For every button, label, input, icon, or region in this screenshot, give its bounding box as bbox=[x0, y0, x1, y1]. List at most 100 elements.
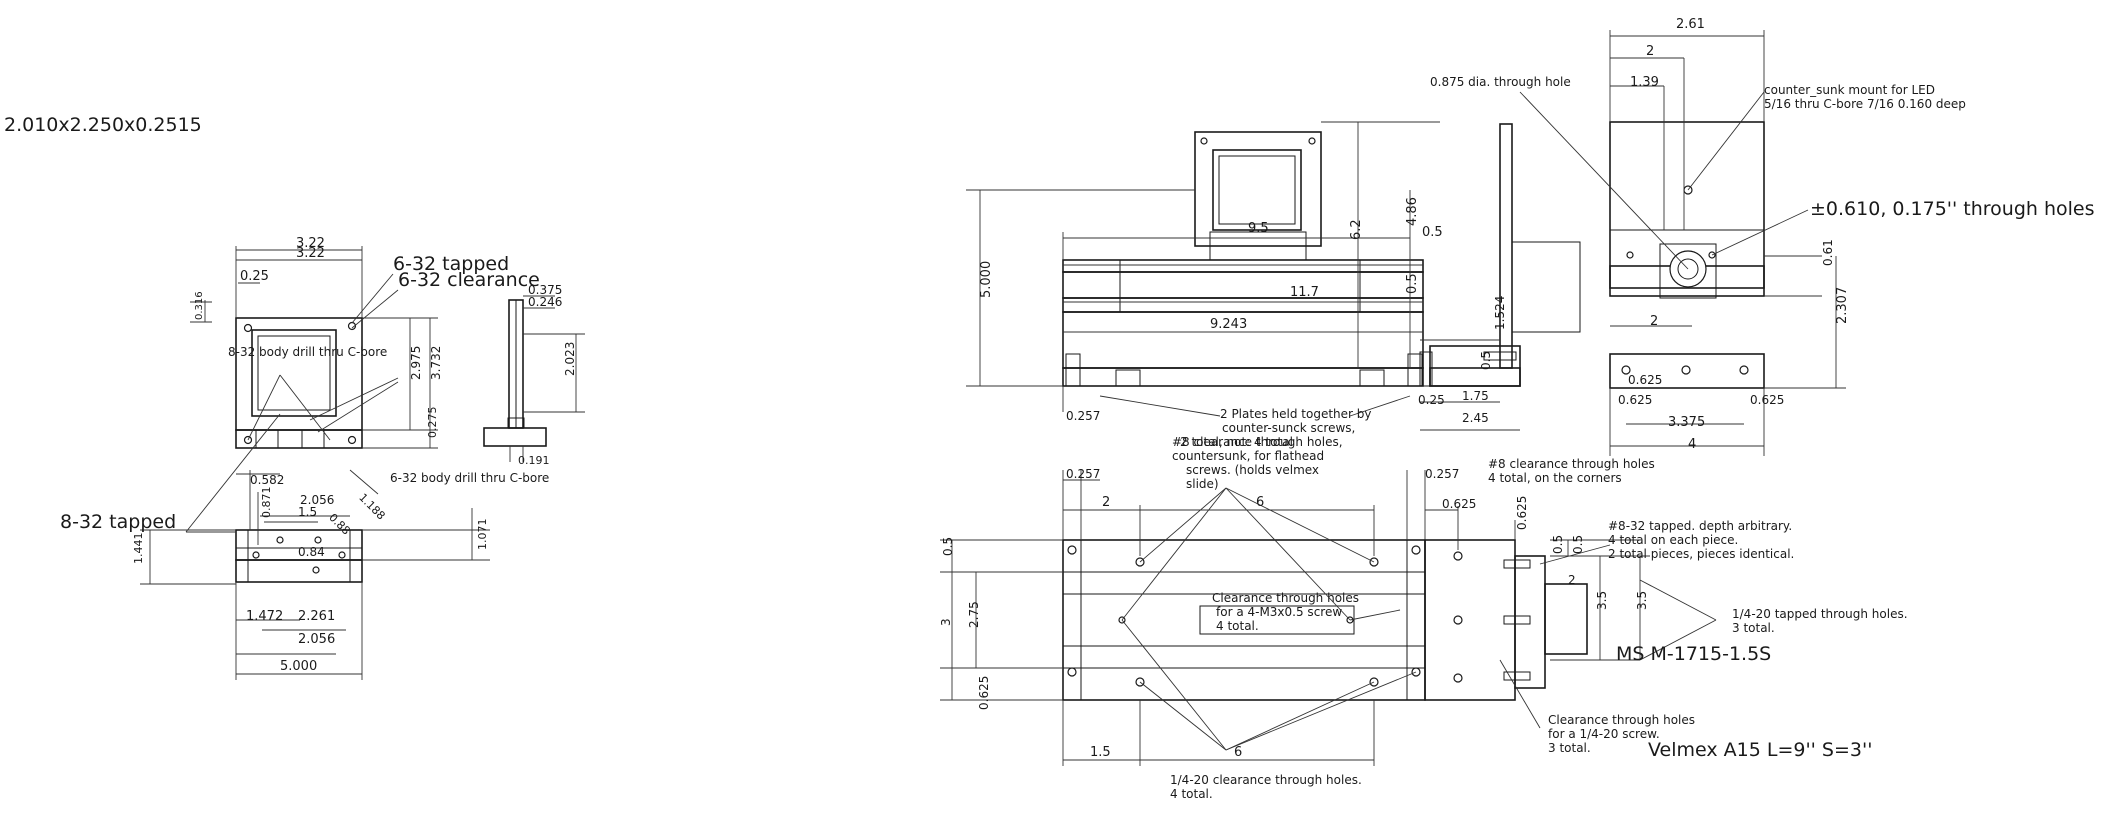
left-bottom-dimensions bbox=[140, 469, 490, 680]
label-velmex-slide: Velmex A15 L=9'' S=3'' bbox=[1648, 739, 1872, 761]
dim-2-45: 2.45 bbox=[1462, 411, 1489, 425]
dim-0-5-f: 0.5 bbox=[941, 537, 955, 556]
dim-2-261: 2.261 bbox=[298, 609, 335, 624]
dim-6-top: 6 bbox=[1256, 495, 1264, 510]
dim-0-257-a: 0.257 bbox=[1066, 409, 1100, 423]
label-1-4-20-clear-screw-line3: 3 total. bbox=[1548, 741, 1591, 755]
right-plan-view bbox=[1062, 539, 1588, 701]
dim-1-75: 1.75 bbox=[1462, 389, 1489, 403]
label-overlap-line3: screws. (holds velmex bbox=[1186, 463, 1319, 477]
right-elevation-view bbox=[1062, 123, 1581, 387]
dim-0-625-c: 0.625 bbox=[1750, 393, 1784, 407]
right-plan-leaders bbox=[1121, 487, 1717, 751]
dim-2-side: 2 bbox=[1568, 573, 1576, 587]
label-1-4-20-clear-line1: 1/4-20 clearance through holes. bbox=[1170, 773, 1362, 787]
label-ms-stage: MS M-1715-1.5S bbox=[1616, 643, 1771, 665]
label-1-4-20-clear-screw-line2: for a 1/4-20 screw. bbox=[1548, 727, 1660, 741]
dim-9-243: 9.243 bbox=[1210, 317, 1247, 332]
label-8-clear-line2: 4 total, on the corners bbox=[1488, 471, 1622, 485]
label-6-32-body-drill: 6-32 body drill thru C-bore bbox=[390, 471, 549, 485]
dim-2-307: 2.307 bbox=[1835, 287, 1850, 324]
top-left-label: 2.010x2.250x0.2515 bbox=[4, 114, 202, 136]
label-overlap-line4: slide) bbox=[1186, 477, 1219, 491]
label-8-32-tap-line3: 2 total pieces, pieces identical. bbox=[1608, 547, 1794, 561]
label-plates-line1: 2 Plates held together by bbox=[1220, 407, 1372, 421]
label-m3-line1: Clearance through holes bbox=[1212, 591, 1359, 605]
right-plan-dimensions bbox=[940, 470, 1650, 766]
right-front-view bbox=[1609, 121, 1765, 389]
dim-0-246: 0.246 bbox=[528, 295, 562, 309]
label-1-4-20-clear-screw-line1: Clearance through holes bbox=[1548, 713, 1695, 727]
dim-0-316: 0.316 bbox=[194, 291, 205, 320]
dim-2-023: 2.023 bbox=[563, 342, 577, 376]
dim-9-5: 9.5 bbox=[1248, 221, 1269, 236]
label-6-32-clearance: 6-32 clearance bbox=[398, 269, 540, 291]
dim-4: 4 bbox=[1688, 437, 1696, 452]
dim-1-5-plan: 1.5 bbox=[1090, 745, 1111, 760]
dim-0-84: 0.84 bbox=[298, 545, 325, 559]
dim-0-625-e: 0.625 bbox=[1515, 496, 1529, 530]
label-8-32-tap-line1: #8-32 tapped. depth arbitrary. bbox=[1608, 519, 1792, 533]
dim-0-25: 0.25 bbox=[240, 269, 269, 284]
dim-4-86: 4.86 bbox=[1405, 197, 1420, 226]
dim-0-257-c: 0.257 bbox=[1425, 467, 1459, 481]
dim-2-975: 2.975 bbox=[409, 346, 423, 380]
label-8-32-tapped: 8-32 tapped bbox=[60, 511, 176, 533]
dim-1-188: 1.188 bbox=[356, 491, 387, 522]
right-elevation-dimensions bbox=[966, 121, 1520, 431]
dim-5-000-right: 5.000 bbox=[979, 261, 994, 298]
label-1-4-20-clear-line2: 4 total. bbox=[1170, 787, 1213, 801]
dim-11-7: 11.7 bbox=[1290, 285, 1319, 300]
dim-0-61: 0.61 bbox=[1821, 239, 1835, 266]
dim-0-05: 0.5 bbox=[1479, 351, 1493, 370]
dim-0-5-a: 0.5 bbox=[1422, 225, 1443, 240]
left-bottom-view bbox=[235, 529, 363, 583]
label-0-875-hole: 0.875 dia. through hole bbox=[1430, 75, 1571, 89]
label-overlap-line1: #8 clearance through holes, bbox=[1172, 435, 1343, 449]
label-1-4-20-tapped-line1: 1/4-20 tapped through holes. bbox=[1732, 607, 1908, 621]
label-plates-line3: 2 total, not: 4 total bbox=[1180, 435, 1293, 449]
dim-0-191: 0.191 bbox=[518, 454, 550, 467]
dim-2-056-a: 2.056 bbox=[300, 493, 334, 507]
label-8-32-body-drill: 8-32 body drill thru C-bore bbox=[228, 345, 387, 359]
dim-1-071: 1.071 bbox=[476, 519, 489, 551]
dim-3-5-b: 3.5 bbox=[1635, 591, 1649, 610]
dim-0-257-b: 0.257 bbox=[1066, 467, 1100, 481]
dim-0-5-d: 0.5 bbox=[1551, 535, 1565, 554]
dim-3-732: 3.732 bbox=[429, 346, 443, 380]
label-1-4-20-tapped-line2: 3 total. bbox=[1732, 621, 1775, 635]
label-plates-line2: counter-sunck screws, bbox=[1222, 421, 1355, 435]
dim-3-22-a: 3.22 bbox=[296, 236, 325, 251]
dim-2-mid: 2 bbox=[1650, 314, 1658, 329]
label-led-line2: 5/16 thru C-bore 7/16 0.160 deep bbox=[1764, 97, 1966, 111]
dim-1-441: 1.441 bbox=[132, 533, 145, 565]
left-top-dimensions bbox=[190, 246, 363, 323]
dim-0-625-b: 0.625 bbox=[1618, 393, 1652, 407]
dim-2-plan: 2 bbox=[1102, 495, 1110, 510]
dim-5-000-left: 5.000 bbox=[280, 659, 317, 674]
dim-0-5-b: 0.5 bbox=[1405, 273, 1420, 294]
dim-0-625-d: 0.625 bbox=[1442, 497, 1476, 511]
dim-0-25-right: 0.25 bbox=[1418, 393, 1445, 407]
dim-1-39: 1.39 bbox=[1630, 75, 1659, 90]
label-m3-line3: 4 total. bbox=[1216, 619, 1259, 633]
dim-0-871: 0.871 bbox=[260, 487, 273, 519]
dim-3-5-a: 3.5 bbox=[1595, 591, 1609, 610]
dim-1-524: 1.524 bbox=[1493, 296, 1507, 330]
left-front-right-dimensions bbox=[362, 317, 438, 449]
dim-3-22-b: 3.22 bbox=[296, 246, 325, 261]
dim-3-375: 3.375 bbox=[1668, 415, 1705, 430]
dim-1-472: 1.472 bbox=[246, 609, 283, 624]
dim-0-582: 0.582 bbox=[250, 473, 284, 487]
dim-0-275: 0.275 bbox=[426, 407, 439, 439]
dim-2-top: 2 bbox=[1646, 44, 1654, 59]
label-8-clear-line1: #8 clearance through holes bbox=[1488, 457, 1655, 471]
right-front-dimensions bbox=[1609, 30, 1846, 456]
dim-1-5: 1.5 bbox=[298, 505, 317, 519]
label-m3-line2: for a 4-M3x0.5 screw bbox=[1216, 605, 1342, 619]
dim-0-375: 0.375 bbox=[528, 283, 562, 297]
dim-6-bottom: 6 bbox=[1234, 745, 1242, 760]
dim-6-2: 6.2 bbox=[1349, 219, 1364, 240]
dim-0-625-a: 0.625 bbox=[1628, 373, 1662, 387]
